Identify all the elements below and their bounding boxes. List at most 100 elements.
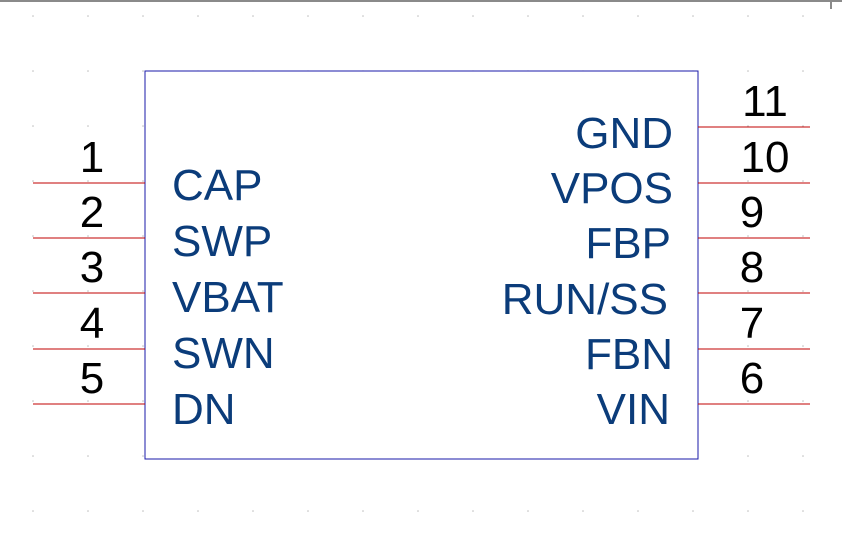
grid-dot bbox=[32, 345, 34, 347]
grid-dot bbox=[802, 400, 804, 402]
grid-dot bbox=[802, 345, 804, 347]
grid-dot bbox=[747, 290, 749, 292]
grid-dot bbox=[747, 15, 749, 17]
grid-dot bbox=[637, 15, 639, 17]
grid-dot bbox=[197, 15, 199, 17]
grid-dot bbox=[802, 235, 804, 237]
grid-dot bbox=[142, 510, 144, 512]
grid-dot bbox=[142, 70, 144, 72]
grid-dot bbox=[252, 510, 254, 512]
grid-dot bbox=[87, 400, 89, 402]
grid-dot bbox=[307, 510, 309, 512]
pin-number: 8 bbox=[740, 243, 764, 292]
right-pin-7[interactable]: 7 FBN bbox=[585, 299, 810, 379]
grid-dot bbox=[32, 70, 34, 72]
grid-dot bbox=[747, 125, 749, 127]
grid-dot bbox=[142, 290, 144, 292]
grid-dot bbox=[802, 15, 804, 17]
grid-dot bbox=[527, 15, 529, 17]
grid-dot bbox=[142, 400, 144, 402]
grid-dot bbox=[637, 510, 639, 512]
grid-dot bbox=[252, 15, 254, 17]
window-top-border bbox=[0, 0, 842, 2]
pin-name: FBN bbox=[585, 330, 673, 379]
grid-dot bbox=[802, 125, 804, 127]
grid-dot bbox=[362, 510, 364, 512]
grid-dot bbox=[87, 290, 89, 292]
grid-dot bbox=[802, 290, 804, 292]
grid-dot bbox=[142, 180, 144, 182]
pin-number: 11 bbox=[742, 77, 788, 126]
grid-dot bbox=[32, 125, 34, 127]
grid-dot bbox=[692, 510, 694, 512]
grid-dot bbox=[417, 15, 419, 17]
left-pin-5[interactable]: 5 DN bbox=[33, 354, 236, 434]
pin-number: 6 bbox=[740, 354, 764, 403]
grid-dot bbox=[747, 180, 749, 182]
pin-number: 7 bbox=[740, 299, 764, 348]
grid-dot bbox=[87, 180, 89, 182]
grid-dot bbox=[87, 235, 89, 237]
pin-number: 1 bbox=[80, 133, 104, 182]
pin-name: VPOS bbox=[551, 164, 673, 213]
grid-dot bbox=[747, 235, 749, 237]
grid-dot bbox=[32, 455, 34, 457]
grid-dot bbox=[472, 510, 474, 512]
right-pin-6[interactable]: 6 VIN bbox=[597, 354, 810, 434]
grid-dot bbox=[527, 510, 529, 512]
right-pin-11[interactable]: 11 GND bbox=[575, 77, 810, 158]
grid-dot bbox=[142, 345, 144, 347]
grid-dot bbox=[692, 15, 694, 17]
grid-dot bbox=[582, 510, 584, 512]
grid-dot bbox=[747, 400, 749, 402]
right-pin-9[interactable]: 9 FBP bbox=[585, 188, 810, 268]
grid-dot bbox=[362, 15, 364, 17]
pin-number: 9 bbox=[740, 188, 764, 237]
left-pin-3[interactable]: 3 VBAT bbox=[33, 243, 284, 322]
grid-dot bbox=[142, 235, 144, 237]
grid-dot bbox=[417, 510, 419, 512]
pin-name: VBAT bbox=[172, 273, 284, 322]
pin-number: 2 bbox=[80, 188, 104, 237]
grid-dot bbox=[802, 510, 804, 512]
grid-dot bbox=[32, 235, 34, 237]
grid-dot bbox=[87, 70, 89, 72]
pin-number: 10 bbox=[741, 133, 790, 182]
grid-dot bbox=[802, 70, 804, 72]
pin-number: 3 bbox=[80, 243, 104, 292]
pin-name: FBP bbox=[585, 219, 671, 268]
pin-number: 4 bbox=[80, 299, 104, 348]
grid-dot bbox=[802, 455, 804, 457]
grid-dot bbox=[32, 510, 34, 512]
left-pin-4[interactable]: 4 SWN bbox=[33, 299, 275, 378]
grid-dot bbox=[87, 125, 89, 127]
right-pin-8[interactable]: 8 RUN/SS bbox=[502, 243, 810, 324]
grid-dot bbox=[197, 510, 199, 512]
grid-dot bbox=[307, 15, 309, 17]
grid-dot bbox=[32, 400, 34, 402]
grid-dot bbox=[142, 15, 144, 17]
grid-dot bbox=[747, 455, 749, 457]
pin-name: SWN bbox=[172, 329, 275, 378]
left-pin-1[interactable]: 1 CAP bbox=[33, 133, 262, 210]
grid-dot bbox=[802, 180, 804, 182]
pin-name: CAP bbox=[172, 161, 262, 210]
grid-dot bbox=[472, 15, 474, 17]
component-body[interactable] bbox=[144, 70, 699, 460]
grid-dot bbox=[32, 180, 34, 182]
grid-dot bbox=[87, 455, 89, 457]
pin-name: VIN bbox=[597, 385, 670, 434]
grid-dot bbox=[142, 455, 144, 457]
grid-dot bbox=[87, 15, 89, 17]
pin-name: DN bbox=[172, 385, 236, 434]
left-pin-2[interactable]: 2 SWP bbox=[33, 188, 272, 266]
grid-dot bbox=[747, 70, 749, 72]
grid-dot bbox=[87, 510, 89, 512]
grid-dot bbox=[142, 125, 144, 127]
pin-name: RUN/SS bbox=[502, 275, 668, 324]
right-pin-10[interactable]: 10 VPOS bbox=[551, 133, 810, 213]
grid-dot bbox=[747, 510, 749, 512]
window-corner-mark bbox=[830, 0, 832, 9]
